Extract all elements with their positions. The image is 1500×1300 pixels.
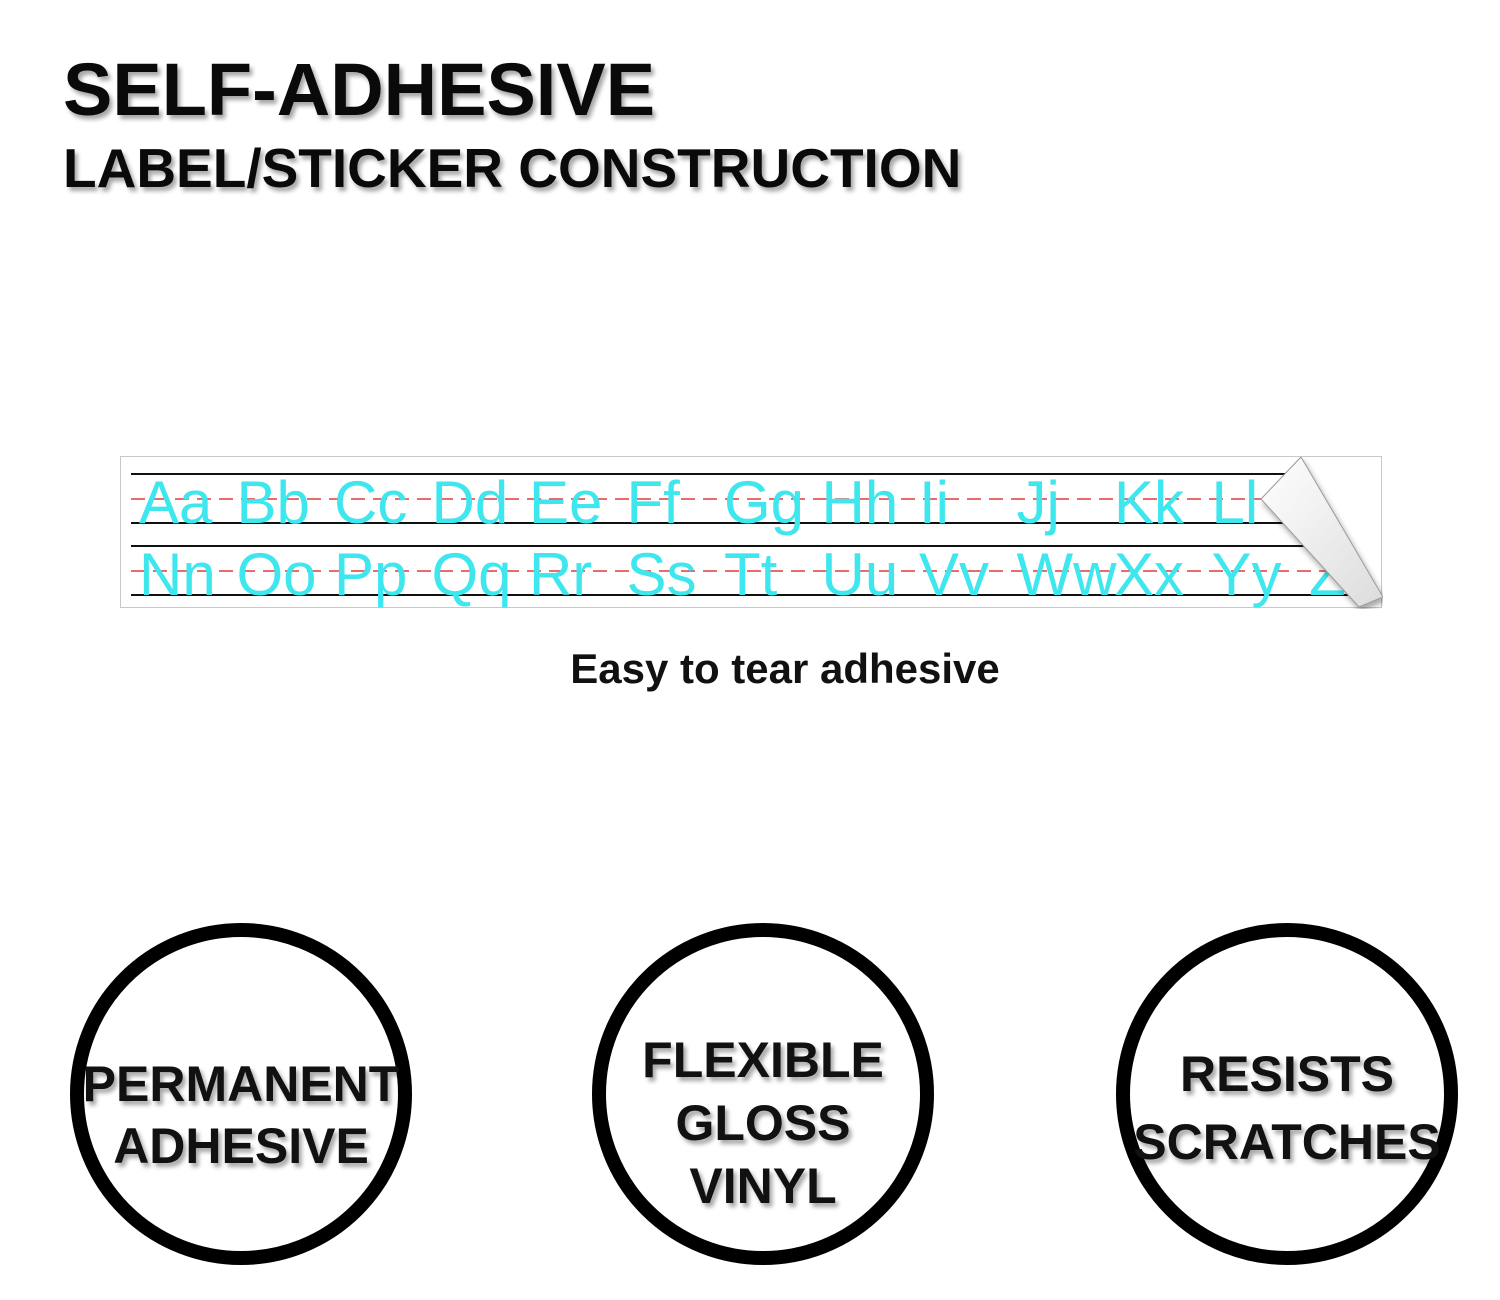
page-title: SELF-ADHESIVE: [63, 48, 656, 131]
alphabet-letter-pair: Uu: [822, 541, 899, 608]
alphabet-letter-pair: Rr: [529, 541, 592, 608]
alphabet-letter-pair: Cc: [334, 469, 407, 536]
alphabet-letter-pair: Dd: [432, 469, 509, 536]
alphabet-letter-pair: Ee: [529, 469, 602, 536]
strip-caption: Easy to tear adhesive: [570, 645, 1000, 692]
alphabet-letter-pair: Ww: [1017, 541, 1118, 608]
badge-line: VINYL: [689, 1158, 837, 1214]
resists-scratches-badge: RESISTS SCRATCHES: [1116, 923, 1458, 1265]
badge-line: GLOSS: [675, 1095, 851, 1151]
alphabet-letter-pair: Kk: [1114, 469, 1185, 536]
peeled-corner-icon: [1260, 457, 1383, 608]
alphabet-letter-pair: Pp: [334, 541, 407, 608]
badge-line: ADHESIVE: [113, 1118, 369, 1174]
alphabet-letter-pair: Tt: [724, 541, 778, 608]
alphabet-letter-pair: Ii: [919, 469, 949, 536]
alphabet-letter-pair: Ss: [627, 541, 697, 608]
alphabet-letter-pair: Ff: [627, 469, 681, 536]
alphabet-letter-pair: Gg: [724, 469, 804, 536]
alphabet-letter-pair: Vv: [919, 541, 989, 608]
alphabet-letter-pair: Yy: [1212, 541, 1282, 608]
alphabet-letter-pair: Oo: [237, 541, 317, 608]
badge-line: SCRATCHES: [1133, 1114, 1441, 1170]
alphabet-letter-pair: Aa: [139, 469, 213, 536]
page-subtitle: LABEL/STICKER CONSTRUCTION: [63, 137, 962, 199]
badge-line: PERMANENT: [82, 1056, 400, 1112]
badge-line: FLEXIBLE: [642, 1032, 884, 1088]
badge-line: RESISTS: [1180, 1046, 1394, 1102]
alphabet-letter-pair: Ll: [1212, 469, 1259, 536]
permanent-adhesive-badge: PERMANENT ADHESIVE: [70, 923, 412, 1265]
alphabet-letter-pair: Jj: [1017, 469, 1060, 536]
alphabet-letter-pair: Xx: [1114, 541, 1184, 608]
alphabet-letter-pair: Qq: [432, 541, 512, 608]
alphabet-letter-pair: Nn: [139, 541, 216, 608]
alphabet-letter-pair: Bb: [237, 469, 310, 536]
flexible-gloss-vinyl-badge: FLEXIBLE GLOSS VINYL: [592, 923, 934, 1265]
alphabet-letter-pair: Hh: [822, 469, 899, 536]
